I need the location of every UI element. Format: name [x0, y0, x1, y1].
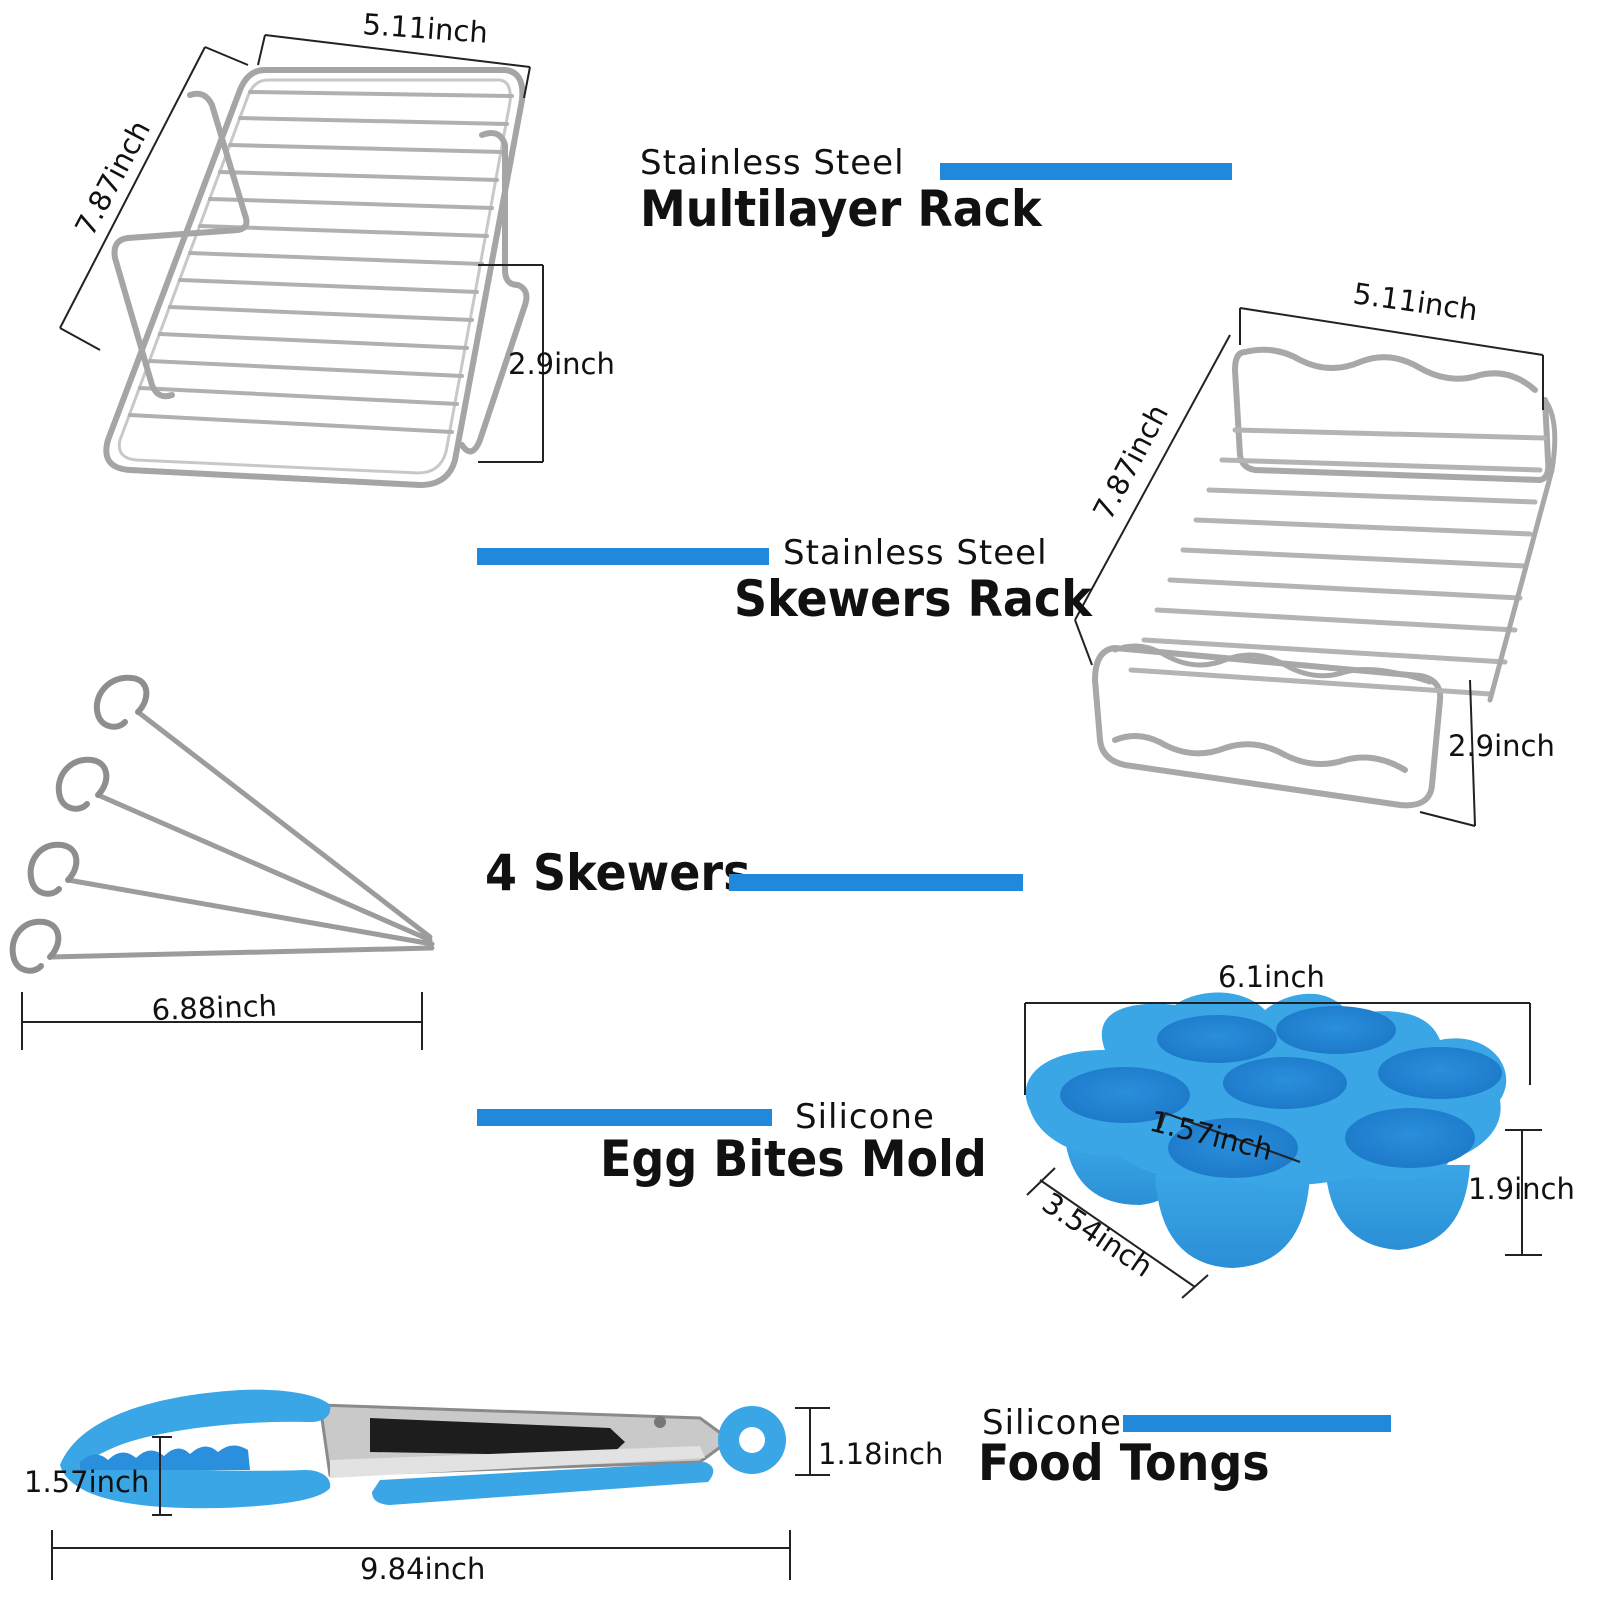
skewers-dimensions [21, 992, 423, 1050]
multilayer-rack-material: Stainless Steel [640, 143, 905, 183]
multilayer-rack-dimensions [59, 34, 544, 463]
food-tongs-ring-dim: 1.18inch [818, 1437, 944, 1471]
skewers-rack-material: Stainless Steel [783, 533, 1048, 573]
skewers-length-dim: 6.88inch [151, 989, 277, 1027]
skewers-image [9, 674, 435, 974]
food-tongs-title: Food Tongs [978, 1434, 1270, 1492]
egg-bites-mold-accent-bar [477, 1109, 772, 1126]
skewers-rack-height-dim: 2.9inch [1448, 729, 1555, 763]
food-tongs-material: Silicone [982, 1403, 1122, 1443]
skewers-rack-accent-bar [477, 548, 769, 565]
multilayer-rack-width-dim: 5.11inch [362, 7, 489, 50]
egg-bites-mold-height-dim: 1.9inch [1468, 1172, 1575, 1206]
egg-bites-mold-title: Egg Bites Mold [600, 1130, 987, 1188]
egg-bites-mold-dimensions [1024, 1002, 1542, 1299]
multilayer-rack-height-dim: 2.9inch [508, 347, 615, 381]
skewers-rack-image [1091, 346, 1558, 809]
skewers-accent-bar [729, 874, 1023, 891]
multilayer-rack-depth-dim: 7.87inch [68, 115, 157, 242]
skewers-title: 4 Skewers [485, 844, 751, 902]
skewers-rack-title: Skewers Rack [734, 570, 1092, 628]
egg-bites-mold-image [1025, 992, 1507, 1268]
food-tongs-length-dim: 9.84inch [360, 1552, 486, 1586]
skewers-rack-dimensions [1074, 307, 1544, 827]
skewers-rack-width-dim: 5.11inch [1351, 276, 1480, 327]
food-tongs-image [60, 1389, 786, 1509]
food-tongs-dimensions [51, 1407, 830, 1580]
egg-bites-mold-material: Silicone [795, 1097, 935, 1137]
multilayer-rack-accent-bar [940, 163, 1232, 180]
food-tongs-accent-bar [1123, 1415, 1391, 1432]
egg-bites-mold-width-dim: 6.1inch [1218, 960, 1325, 994]
multilayer-rack-title: Multilayer Rack [640, 180, 1042, 238]
food-tongs-head-dim: 1.57inch [24, 1465, 150, 1499]
multilayer-rack-image [103, 67, 530, 489]
